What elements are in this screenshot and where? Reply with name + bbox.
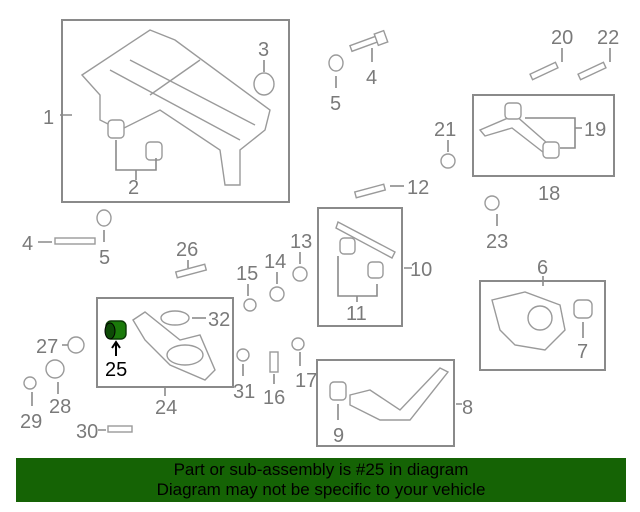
washer-5-top [328, 54, 344, 72]
callout-10: 10 [410, 259, 432, 281]
bolt-4-left [54, 237, 96, 245]
nut-29 [23, 376, 37, 390]
toe-link-box [317, 207, 403, 327]
lower-arm-part [132, 310, 216, 381]
bolt-30 [107, 425, 133, 433]
nut-15 [243, 298, 257, 312]
callout-14: 14 [264, 251, 286, 273]
callout-20: 20 [551, 27, 573, 49]
washer-5-left [96, 209, 112, 227]
bolt-22 [577, 61, 607, 81]
callout-8: 8 [462, 397, 473, 419]
bolt-26 [174, 263, 208, 279]
callout-6: 6 [537, 257, 548, 279]
callout-31: 31 [233, 381, 255, 403]
bushing-13 [292, 266, 308, 282]
trailing-arm-part [329, 367, 450, 421]
nut-21 [440, 153, 456, 169]
callout-5-left: 5 [99, 247, 110, 269]
callout-22: 22 [597, 27, 619, 49]
callout-19: 19 [584, 119, 606, 141]
callout-1: 1 [43, 107, 54, 129]
washer-27 [67, 336, 85, 354]
bushing-28 [45, 359, 65, 379]
fitment-notice-banner: Part or sub-assembly is #25 in diagram D… [16, 458, 626, 502]
callout-9: 9 [333, 425, 344, 447]
lower-arm-box [96, 297, 234, 388]
bolt-4-top [349, 29, 389, 53]
banner-line-2: Diagram may not be specific to your vehi… [156, 480, 486, 499]
callout-5: 5 [330, 93, 341, 115]
callout-29: 29 [20, 411, 42, 433]
washer-17 [291, 337, 305, 351]
bolt-12 [353, 183, 387, 199]
callout-13: 13 [290, 231, 312, 253]
callout-16: 16 [263, 387, 285, 409]
callout-24: 24 [155, 397, 177, 419]
nut-23 [484, 195, 500, 211]
toe-link-part [335, 220, 396, 279]
callout-15: 15 [236, 263, 258, 285]
callout-7: 7 [577, 341, 588, 363]
knuckle-part [491, 291, 593, 351]
callout-17: 17 [295, 370, 317, 392]
callout-32: 32 [208, 309, 230, 331]
subframe-box [61, 19, 290, 203]
callout-3: 3 [258, 39, 269, 61]
callout-4: 4 [366, 67, 377, 89]
upper-arm-box [472, 94, 615, 177]
callout-12: 12 [407, 177, 429, 199]
callout-30: 30 [76, 421, 98, 443]
callout-27: 27 [36, 336, 58, 358]
callout-21: 21 [434, 119, 456, 141]
upper-arm-part [478, 102, 560, 159]
callout-11: 11 [346, 303, 367, 325]
callout-4-left: 4 [22, 233, 33, 255]
bushing-25 [104, 320, 127, 340]
callout-26: 26 [176, 239, 198, 261]
callout-18: 18 [538, 183, 560, 205]
banner-line-1: Part or sub-assembly is #25 in diagram [173, 460, 469, 479]
trailing-arm-box [316, 359, 455, 447]
bolt-20 [529, 61, 559, 81]
washer-14 [269, 286, 285, 302]
subframe-part [80, 29, 275, 186]
callout-25: 25 [105, 359, 127, 381]
callout-23: 23 [486, 231, 508, 253]
bolt-16 [269, 351, 279, 373]
callout-28: 28 [49, 396, 71, 418]
nut-31 [236, 348, 250, 362]
callout-2: 2 [128, 177, 139, 199]
